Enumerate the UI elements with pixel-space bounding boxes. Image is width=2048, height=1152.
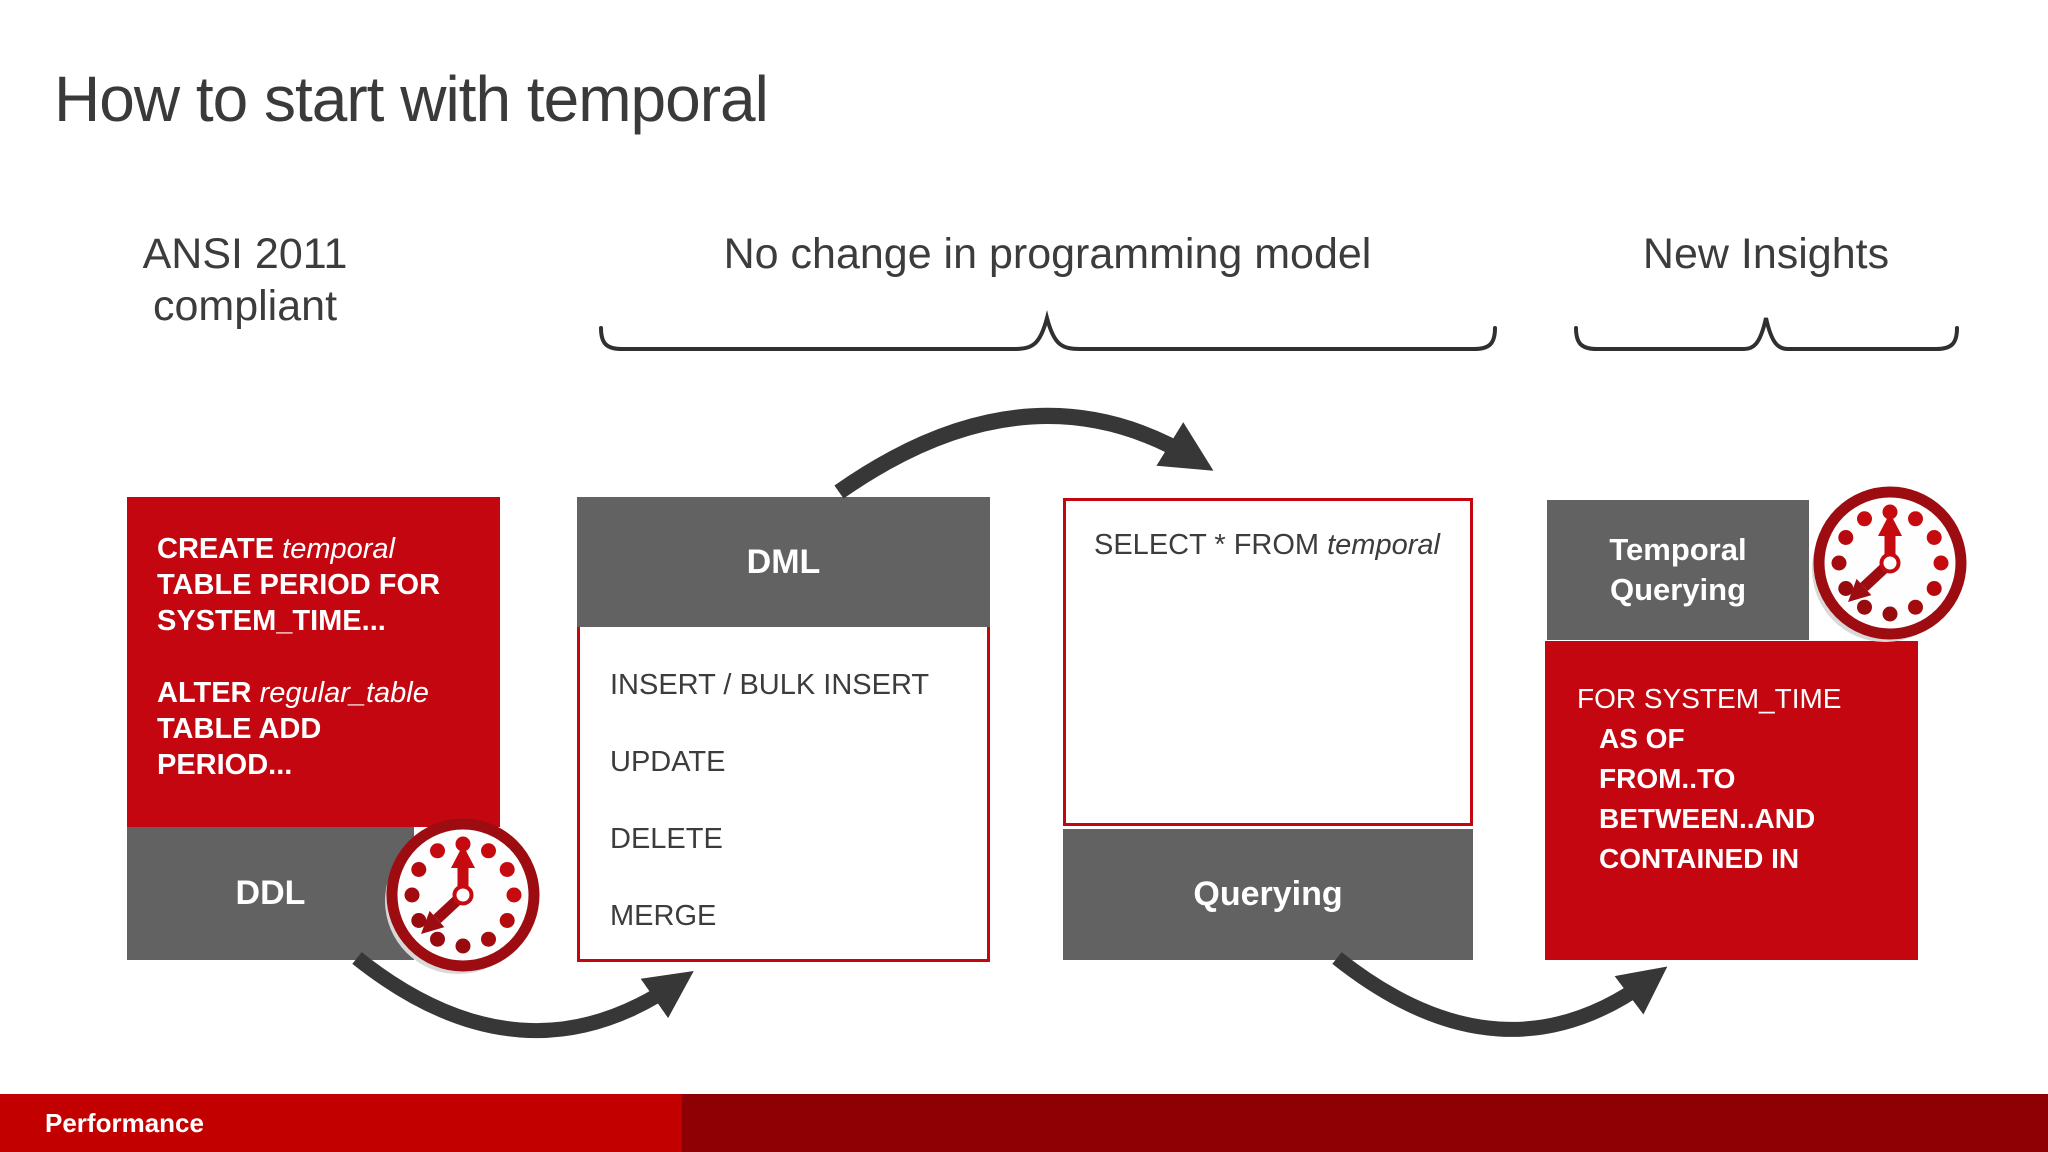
temporal-querying-clauses-box: FOR SYSTEM_TIME AS OF FROM..TO BETWEEN..… — [1545, 641, 1918, 960]
label-ansi-line1: ANSI 2011 — [142, 230, 348, 278]
dml-label: DML — [746, 542, 821, 581]
select-statement-identifier: temporal — [1327, 529, 1440, 561]
create-identifier: temporal — [282, 533, 395, 565]
create-statement-line3: SYSTEM_TIME... — [157, 605, 386, 637]
alter-statement-line2: TABLE ADD — [157, 713, 322, 745]
spacer — [157, 639, 490, 675]
clause-contained-in: CONTAINED IN — [1599, 843, 1800, 874]
dml-item-update: UPDATE — [610, 746, 726, 778]
alter-statement-line3: PERIOD... — [157, 749, 293, 781]
arrow-querying-to-temporal — [1332, 952, 1668, 1037]
dml-item-merge: MERGE — [610, 900, 717, 932]
querying-label: Querying — [1193, 875, 1343, 913]
label-ansi-line2: compliant — [152, 282, 338, 330]
for-system-time-line: FOR SYSTEM_TIME — [1577, 683, 1842, 714]
create-statement-line1: CREATE temporal — [157, 531, 490, 567]
label-new-insights: New Insights — [1642, 230, 1890, 278]
select-statement-prefix: SELECT * FROM — [1094, 529, 1328, 561]
brace-no-change — [599, 310, 1497, 351]
temporal-querying-header-bar: Temporal Querying — [1547, 500, 1809, 640]
temporal-querying-label-line2: Querying — [1609, 572, 1747, 607]
ddl-label: DDL — [235, 874, 306, 912]
dml-operations-box: INSERT / BULK INSERT UPDATE DELETE MERGE — [577, 627, 990, 962]
create-statement-line2: TABLE PERIOD FOR — [157, 569, 441, 601]
label-ansi-compliant: ANSI 2011 compliant — [85, 228, 405, 332]
brace-new-insights — [1574, 317, 1959, 351]
alter-keyword: ALTER — [157, 677, 252, 709]
dml-item-delete: DELETE — [610, 823, 723, 855]
label-no-change: No change in programming model — [723, 230, 1372, 278]
footer-performance-label: Performance — [45, 1108, 204, 1138]
clock-icon — [1812, 492, 1961, 642]
dml-item-insert: INSERT / BULK INSERT — [610, 669, 930, 701]
select-statement-box: SELECT * FROM temporal — [1063, 498, 1473, 826]
page-title: How to start with temporal — [54, 63, 769, 135]
alter-identifier: regular_table — [259, 677, 429, 709]
create-keyword: CREATE — [157, 533, 275, 565]
arrow-dml-to-select — [834, 407, 1214, 499]
alter-statement-line1: ALTER regular_table — [157, 675, 490, 711]
dml-header-bar: DML — [577, 497, 990, 627]
querying-label-bar: Querying — [1063, 829, 1473, 960]
ddl-create-alter-box: CREATE temporal TABLE PERIOD FOR SYSTEM_… — [127, 497, 500, 827]
clause-as-of: AS OF — [1599, 723, 1685, 754]
temporal-querying-label-line1: Temporal — [1609, 532, 1747, 567]
clause-from-to: FROM..TO — [1599, 763, 1736, 794]
ddl-label-bar: DDL — [127, 827, 414, 960]
footer-bar-left: Performance — [0, 1094, 682, 1152]
footer-bar-right — [682, 1094, 2048, 1152]
clause-between-and: BETWEEN..AND — [1599, 803, 1816, 834]
